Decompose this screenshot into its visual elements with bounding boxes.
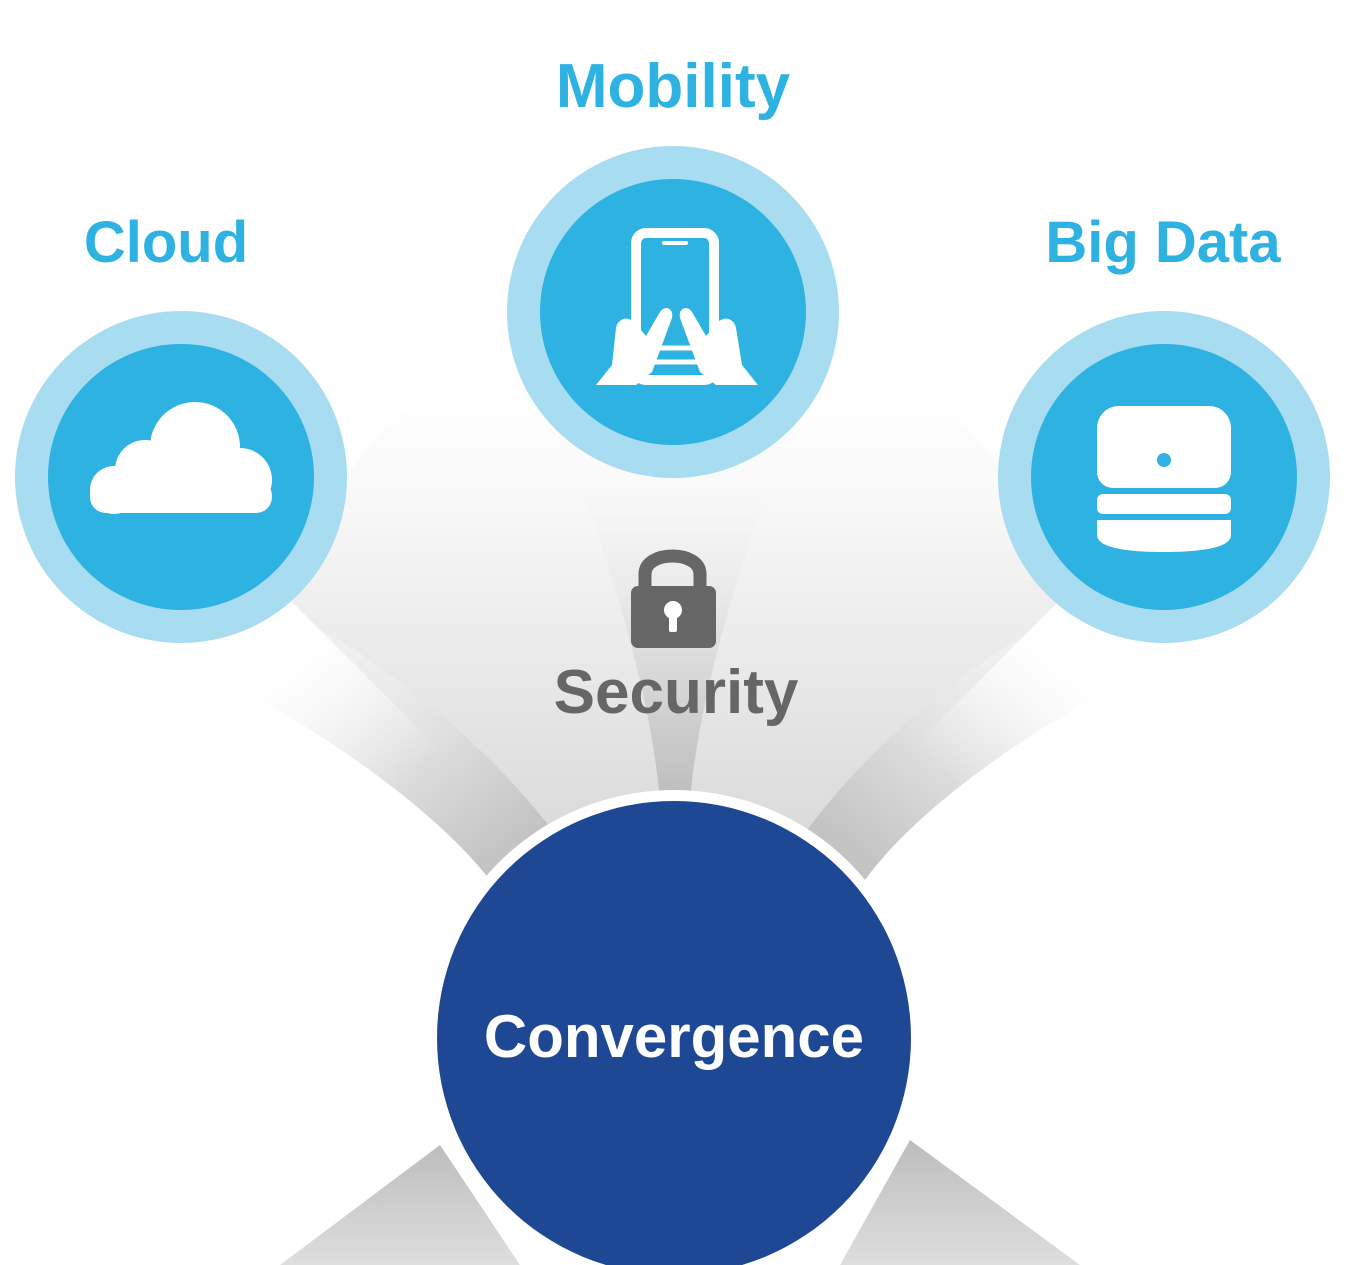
cloud-node: Cloud xyxy=(15,210,347,643)
big-data-label: Big Data xyxy=(1045,210,1281,275)
convergence-disc xyxy=(437,801,911,1265)
beam-bottom-right xyxy=(840,1140,1080,1265)
beam-cloud xyxy=(140,600,560,880)
security-node: Security xyxy=(554,549,799,727)
convergence-label: Convergence xyxy=(484,1003,864,1070)
database-icon xyxy=(1097,406,1231,552)
beam-bottom-left xyxy=(280,1145,520,1265)
cloud-label: Cloud xyxy=(84,210,248,275)
beam-big-data xyxy=(800,600,1210,880)
mobility-node: Mobility xyxy=(507,52,839,478)
cloud-icon xyxy=(90,402,272,514)
padlock-icon xyxy=(631,549,716,648)
smartphone-hands-icon xyxy=(596,228,758,385)
mobility-label: Mobility xyxy=(556,52,791,121)
big-data-node: Big Data xyxy=(998,210,1330,643)
convergence-node: Convergence xyxy=(426,790,922,1265)
security-label: Security xyxy=(554,658,799,727)
mobility-disc xyxy=(540,179,806,445)
